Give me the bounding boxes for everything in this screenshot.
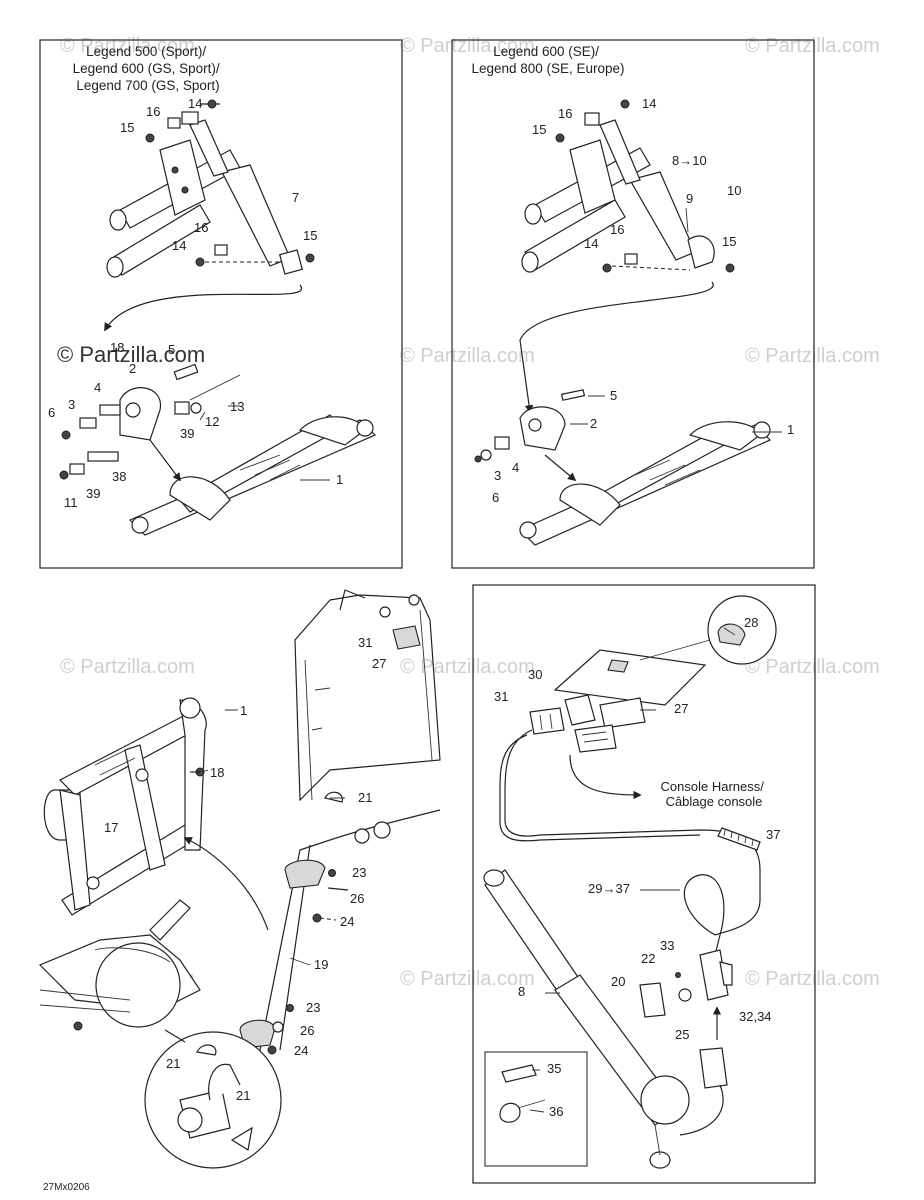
svg-text:30: 30 [528, 667, 542, 682]
svg-text:3: 3 [494, 468, 501, 483]
svg-text:31: 31 [358, 635, 372, 650]
svg-text:21: 21 [358, 790, 372, 805]
svg-text:26: 26 [350, 891, 364, 906]
svg-text:14: 14 [584, 236, 598, 251]
panel-top-right: Legend 600 (SE)/ Legend 800 (SE, Europe) [451, 39, 815, 569]
callout-labels: 16 14 15 8→10 9 10 14 16 15 5 2 1 3 4 6 [492, 96, 794, 505]
svg-text:15: 15 [722, 234, 736, 249]
watermark: © Partzilla.com [60, 656, 195, 678]
svg-text:1: 1 [336, 472, 343, 487]
svg-text:14: 14 [642, 96, 656, 111]
svg-text:17: 17 [104, 820, 118, 835]
panel-top-left: Legend 500 (Sport)/ Legend 600 (GS, Spor… [39, 39, 403, 569]
svg-text:36: 36 [549, 1104, 563, 1119]
svg-text:14: 14 [172, 238, 186, 253]
svg-text:16: 16 [610, 222, 624, 237]
svg-text:15: 15 [303, 228, 317, 243]
svg-text:35: 35 [547, 1061, 561, 1076]
svg-text:32,34: 32,34 [739, 1009, 772, 1024]
svg-text:21: 21 [166, 1056, 180, 1071]
svg-text:8→10: 8→10 [672, 153, 707, 168]
console-harness-label: Console Harness/ Câblage console [661, 779, 768, 809]
svg-text:6: 6 [492, 490, 499, 505]
svg-text:39: 39 [86, 486, 100, 501]
svg-text:29→37: 29→37 [588, 881, 630, 896]
svg-text:23: 23 [352, 865, 366, 880]
svg-text:4: 4 [94, 380, 101, 395]
svg-text:5: 5 [610, 388, 617, 403]
svg-text:38: 38 [112, 469, 126, 484]
watermark: © Partzilla.com [745, 345, 880, 367]
panel-title: Legend 500 (Sport)/ Legend 600 (GS, Spor… [73, 44, 224, 93]
callout-labels: 14 16 15 7 16 14 15 18 5 2 4 3 6 13 12 3… [48, 96, 343, 510]
svg-text:11: 11 [64, 495, 78, 510]
svg-text:16: 16 [558, 106, 572, 121]
watermark: © Partzilla.com [400, 345, 535, 367]
svg-text:20: 20 [611, 974, 625, 989]
svg-text:3: 3 [68, 397, 75, 412]
watermark: © Partzilla.com [400, 968, 535, 990]
svg-text:27: 27 [674, 701, 688, 716]
panel-title: Legend 600 (SE)/ Legend 800 (SE, Europe) [471, 44, 624, 76]
svg-text:1: 1 [787, 422, 794, 437]
svg-text:14: 14 [188, 96, 202, 111]
svg-text:39: 39 [180, 426, 194, 441]
svg-text:31: 31 [494, 689, 508, 704]
svg-text:25: 25 [675, 1027, 689, 1042]
svg-text:33: 33 [660, 938, 674, 953]
svg-text:15: 15 [120, 120, 134, 135]
watermark: © Partzilla.com [400, 656, 535, 678]
svg-text:12: 12 [205, 414, 219, 429]
svg-text:10: 10 [727, 183, 741, 198]
svg-text:13: 13 [230, 399, 244, 414]
panel-bottom-left: 31 27 1 18 17 21 23 26 24 19 23 26 24 21… [38, 589, 441, 1169]
svg-text:18: 18 [210, 765, 224, 780]
svg-text:6: 6 [48, 405, 55, 420]
svg-text:27: 27 [372, 656, 386, 671]
svg-text:8: 8 [518, 984, 525, 999]
svg-text:16: 16 [146, 104, 160, 119]
svg-text:15: 15 [532, 122, 546, 137]
watermark-dark: © Partzilla.com [57, 342, 205, 367]
svg-text:16: 16 [194, 220, 208, 235]
svg-text:2: 2 [590, 416, 597, 431]
callout-labels: 31 27 1 18 17 21 23 26 24 19 23 26 24 21… [104, 635, 386, 1103]
svg-text:2: 2 [129, 361, 136, 376]
svg-text:28: 28 [744, 615, 758, 630]
svg-text:23: 23 [306, 1000, 320, 1015]
figure-code: 27Mx0206 [43, 1182, 90, 1193]
svg-text:9: 9 [686, 191, 693, 206]
svg-text:37: 37 [766, 827, 780, 842]
watermark: © Partzilla.com [745, 656, 880, 678]
svg-text:7: 7 [292, 190, 299, 205]
svg-text:4: 4 [512, 460, 519, 475]
svg-text:22: 22 [641, 951, 655, 966]
watermark: © Partzilla.com [745, 968, 880, 990]
svg-text:24: 24 [294, 1043, 308, 1058]
watermark: © Partzilla.com [745, 35, 880, 57]
svg-text:18: 18 [110, 340, 124, 355]
callout-labels: 28 30 31 27 37 29→37 8 22 33 20 25 32,34… [494, 615, 780, 1119]
svg-text:26: 26 [300, 1023, 314, 1038]
panel-bottom-right: 28 30 31 27 37 29→37 8 22 33 20 25 32,34… [472, 584, 816, 1184]
svg-text:19: 19 [314, 957, 328, 972]
svg-text:24: 24 [340, 914, 354, 929]
svg-text:21: 21 [236, 1088, 250, 1103]
svg-text:5: 5 [168, 342, 175, 357]
svg-text:1: 1 [240, 703, 247, 718]
